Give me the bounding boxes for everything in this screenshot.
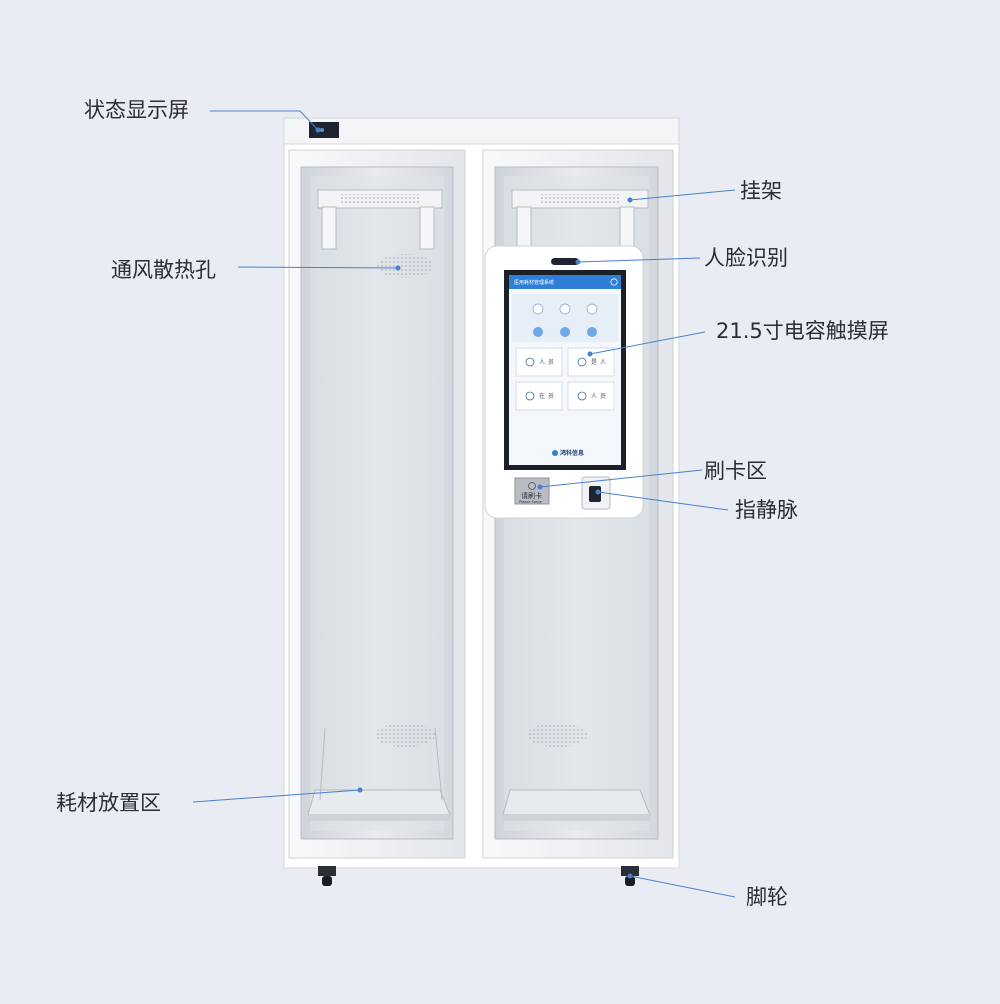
callout-card-area: 刷卡区	[704, 459, 767, 483]
card-text-1b: 员	[548, 359, 554, 366]
card-text-2b: 人	[600, 359, 606, 366]
card-text-1a: 人	[539, 359, 545, 366]
card-reader-label: 请刷卡	[521, 491, 542, 500]
card-text-4a: 人	[591, 393, 597, 400]
callout-consumables-area: 耗材放置区	[56, 791, 161, 815]
callout-status-display: 状态显示屏	[84, 98, 189, 122]
leader-lines	[192, 110, 736, 898]
terminal-panel: 医用耗材管理系统 人 员 是 人	[484, 245, 644, 519]
callout-rack: 挂架	[740, 179, 782, 203]
card-text-3a: 在	[539, 392, 545, 400]
callout-vent-holes: 通风散热孔	[111, 258, 216, 282]
callout-finger-vein: 指静脉	[735, 498, 798, 522]
callout-touchscreen: 21.5寸电容触摸屏	[716, 319, 889, 343]
card-text-4b: 员	[600, 393, 606, 400]
callout-casters: 脚轮	[746, 885, 788, 909]
screen-brand: 鸿科信息	[560, 449, 584, 457]
face-camera	[551, 258, 579, 265]
left-door	[288, 149, 466, 859]
card-reader-sublabel: Please Swipe	[519, 500, 542, 504]
card-text-3b: 员	[548, 393, 554, 400]
screen-header-title: 医用耗材管理系统	[514, 279, 554, 286]
card-text-2a: 是	[591, 359, 597, 366]
vent-left-top	[377, 254, 433, 278]
screen-cards: 人 员 是 人 在 员 人 员	[515, 347, 615, 411]
callout-face-recognition: 人脸识别	[704, 246, 788, 270]
casters	[318, 866, 639, 886]
